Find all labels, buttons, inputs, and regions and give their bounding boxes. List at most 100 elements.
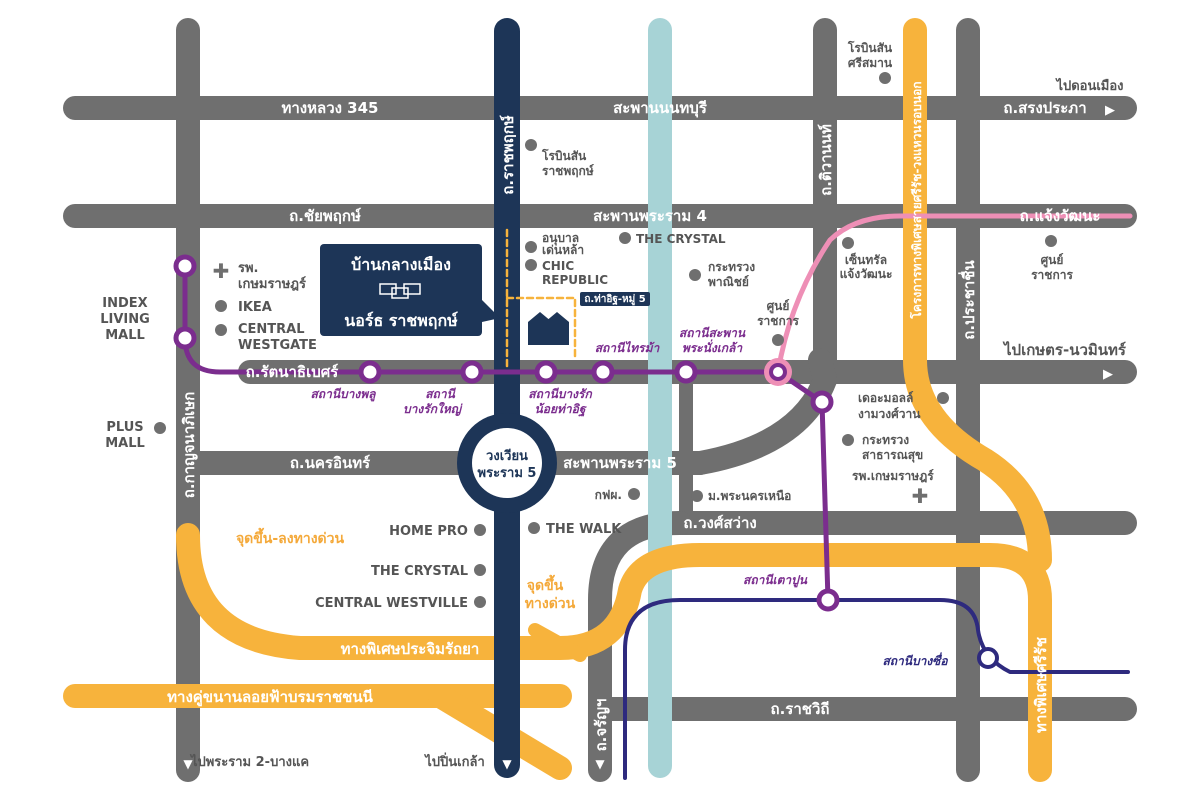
- poi-plus-1: PLUS: [106, 420, 143, 435]
- label-to-kaset: ไปเกษตร-นวมินทร์: [1002, 340, 1127, 359]
- poi-robinson-ratchaphruek-2: ราชพฤกษ์: [542, 164, 594, 178]
- station-phra-nang-klao: [674, 360, 698, 384]
- station-sai-ma: [591, 360, 615, 384]
- label-boromratchachonnani: ทางคู่ขนานลอยฟ้าบรมราชชนนี: [167, 688, 373, 707]
- poi-index-3: MALL: [105, 328, 145, 343]
- hospital-cross-icon: ✚: [213, 259, 230, 283]
- poi-crystal-bottom: THE CRYSTAL: [371, 564, 468, 579]
- label-to-rama2: ไปพระราม 2-บางแค: [189, 753, 309, 770]
- station-interchange-inner: [769, 363, 787, 381]
- label-to-don-mueang: ไปดอนเมือง: [1054, 77, 1123, 94]
- label-station-phra-nang-klao-1: สถานีสะพาน: [679, 326, 746, 340]
- station-westgate: [173, 326, 197, 350]
- poi-hospital-2: เกษมราษฎร์: [238, 276, 306, 292]
- hospital-cross-icon: ✚: [912, 484, 929, 508]
- poi-robinson-ratchaphruek-1: โรบินสัน: [541, 148, 587, 163]
- label-station-bang-rak-yai-2: บางรักใหญ่: [403, 401, 463, 416]
- project-name-line1: บ้านกลางเมือง: [351, 255, 451, 274]
- label-ratchaphruek: ถ.ราชพฤกษ์: [499, 115, 517, 195]
- poi-mall-ngam-1: เดอะมอลล์: [858, 391, 913, 405]
- poi-crystal-top: THE CRYSTAL: [636, 232, 726, 246]
- station-markers: [173, 254, 999, 669]
- poi-westgate-2: WESTGATE: [238, 338, 317, 353]
- label-station-bang-rak-noi-2: น้อยท่าอิฐ: [535, 402, 587, 417]
- poi-univ: ม.พระนครเหนือ: [708, 489, 791, 503]
- label-station-sai-ma: สถานีไทรม้า: [595, 340, 661, 355]
- label-ramp-2a: จุดขึ้น: [527, 574, 564, 594]
- poi-anuban-1: อนุบาล: [542, 231, 579, 246]
- poi-egat: กฟผ.: [595, 488, 622, 502]
- label-nakhon-in: ถ.นครอินทร์: [290, 454, 371, 472]
- label-station-tao-poon: สถานีเตาปูน: [743, 573, 808, 588]
- label-ramp-1: จุดขึ้น-ลงทางด่วน: [236, 527, 345, 547]
- poi-hospital-r: รพ.เกษมราษฎร์: [852, 469, 934, 483]
- road-ratchaphruek: [494, 18, 520, 778]
- label-sirat-outer: โครงการทางพิเศษสายศรีรัช-วงแหวนรอบนอก: [909, 81, 924, 319]
- label-sirat: ทางพิเศษศรีรัช: [1032, 637, 1050, 733]
- pink-line: [775, 213, 1133, 375]
- label-songprapha: ถ.สรงประภา: [1003, 99, 1086, 117]
- label-ratchawithi: ถ.ราชวิถี: [771, 700, 830, 718]
- label-station-bang-son: สถานีบางซื่อ: [882, 652, 948, 668]
- poi-health-1: กระทรวง: [862, 433, 909, 447]
- label-chaengwattana: ถ.แจ้งวัฒนะ: [1020, 207, 1101, 225]
- tha-it-tag: ถ.ท่าอิฐ-หมู่ 5: [580, 292, 650, 306]
- label-wongsawang: ถ.วงศ์สว่าง: [683, 514, 756, 532]
- label-prachim: ทางพิเศษประจิมรัถยา: [341, 640, 480, 658]
- road-rama5-bridge-curve: [528, 348, 838, 475]
- tha-it-dashed: [505, 228, 577, 372]
- expressway-sirat-outer: [903, 18, 1052, 572]
- chao-phraya-river: [648, 18, 672, 778]
- label-station-bang-rak-yai-1: สถานี: [425, 387, 456, 401]
- label-station-phra-nang-klao-2: พระนั่งเกล้า: [682, 339, 744, 355]
- expressway-network: [63, 18, 1052, 782]
- label-station-bang-rak-noi-1: สถานีบางรัก: [528, 387, 592, 401]
- label-chaiyaphruek: ถ.ชัยพฤกษ์: [289, 207, 361, 225]
- poi-ikea: IKEA: [238, 300, 272, 315]
- poi-index-1: INDEX: [102, 296, 147, 311]
- station-bang-rak-yai: [460, 360, 484, 384]
- label-to-pinklao: ไปปิ่นเกล้า: [423, 752, 485, 770]
- poi-robinson-srisaman-2: ศรีสมาน: [848, 56, 893, 70]
- expressway-prachim: [176, 523, 1052, 782]
- poi-robinson-srisaman-1: โรบินสัน: [847, 40, 893, 55]
- expressway-ramp-small: [528, 623, 587, 662]
- poi-chic-1: CHIC: [542, 259, 574, 273]
- project-location-house-icon: [528, 312, 569, 345]
- station-tao-poon: [816, 588, 840, 612]
- label-rattanathibet: ถ.รัตนาธิเบศร์: [246, 363, 340, 381]
- station-ngamwongwan: [810, 390, 834, 414]
- label-station-bang-phlu: สถานีบางพลู: [310, 387, 376, 402]
- poi-commerce-1: กระทรวง: [708, 260, 755, 274]
- road-network: [63, 18, 1137, 782]
- project-logo-icon: [379, 283, 421, 299]
- label-tiwanon: ถ.ติวานนท์: [817, 124, 835, 196]
- label-highway-345: ทางหลวง 345: [282, 99, 379, 117]
- station-bang-rak-noi: [534, 360, 558, 384]
- poi-thewalk: THE WALK: [546, 522, 622, 537]
- project-callout[interactable]: บ้านกลางเมือง นอร์ธ ราชพฤกษ์: [320, 244, 500, 336]
- poi-markers: [154, 72, 1057, 608]
- station-index: [173, 254, 197, 278]
- label-charan: ถ.จรัญฯ: [592, 699, 610, 752]
- arrow-right-icon: ▶: [1103, 367, 1113, 382]
- poi-health-2: สาธารณสุข: [862, 448, 923, 463]
- poi-plus-2: MALL: [105, 436, 145, 451]
- poi-hospital-1: รพ.: [238, 261, 259, 276]
- poi-homepro: HOME PRO: [389, 524, 468, 539]
- label-tha-it: ถ.ท่าอิฐ-หมู่ 5: [584, 293, 645, 306]
- poi-gov-center-1: ศูนย์: [767, 299, 790, 314]
- poi-anuban-2: เด่นหล้า: [542, 243, 584, 257]
- project-box: [320, 244, 482, 336]
- label-roundabout-1: วงเวียน: [486, 448, 528, 464]
- station-bang-son: [977, 647, 999, 669]
- label-rama4-bridge: สะพานพระราม 4: [593, 207, 707, 225]
- poi-commerce-2: พาณิชย์: [708, 275, 749, 289]
- poi-central-chaeng-2: แจ้งวัฒนะ: [840, 267, 893, 281]
- label-ramp-2b: ทางด่วน: [525, 596, 576, 612]
- station-bang-phlu: [358, 360, 382, 384]
- poi-index-2: LIVING: [100, 312, 150, 327]
- arrow-down-icon: ▼: [183, 757, 193, 771]
- arrow-right-icon: ▶: [1105, 103, 1115, 118]
